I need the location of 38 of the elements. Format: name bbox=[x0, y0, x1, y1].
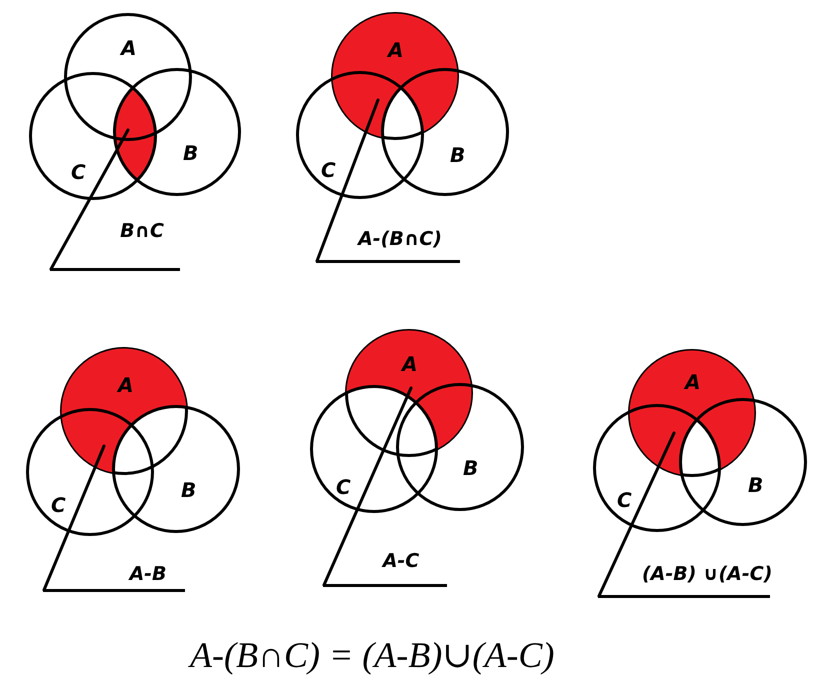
venn-circle bbox=[679, 398, 807, 526]
leader-line bbox=[50, 128, 130, 270]
venn-circle bbox=[60, 347, 188, 475]
formula-label: A-C bbox=[323, 549, 447, 586]
set-letter: B bbox=[748, 474, 764, 496]
leader-line bbox=[598, 432, 676, 598]
venn-circle bbox=[310, 385, 438, 513]
venn-circle bbox=[331, 12, 459, 140]
formula-label: B∩C bbox=[50, 219, 180, 270]
set-letter: C bbox=[336, 476, 351, 498]
set-letter: B bbox=[450, 144, 466, 166]
leader-line bbox=[316, 98, 380, 262]
formula-label: A-B bbox=[43, 562, 185, 592]
set-letter: A bbox=[685, 371, 700, 393]
set-letter: B bbox=[181, 479, 196, 501]
formula-label: A-(B∩C) bbox=[316, 227, 460, 262]
set-letter: B bbox=[463, 457, 478, 479]
set-letter: A bbox=[121, 37, 136, 59]
leader-line bbox=[322, 386, 412, 586]
venn-circle bbox=[296, 71, 424, 199]
set-letter: C bbox=[71, 161, 86, 183]
set-letter: B bbox=[183, 142, 198, 164]
venn-circle bbox=[345, 329, 473, 457]
set-letter: A bbox=[118, 374, 134, 396]
set-letter: A bbox=[388, 39, 404, 61]
venn-circle bbox=[381, 68, 509, 196]
set-letter: C bbox=[617, 489, 632, 511]
venn-circle bbox=[628, 349, 756, 477]
venn-circle bbox=[593, 404, 721, 532]
formula-caption: A-(B∩C) = (A-B)∪(A-C) bbox=[190, 634, 554, 676]
venn-circle bbox=[26, 408, 154, 536]
venn-circle bbox=[112, 405, 240, 533]
venn-circle bbox=[396, 383, 524, 511]
set-letter: A bbox=[402, 353, 418, 375]
set-letter: C bbox=[51, 494, 66, 516]
shaded-region bbox=[114, 88, 156, 180]
formula-label: (A-B) ∪(A-C) bbox=[598, 562, 770, 598]
set-letter: C bbox=[321, 159, 336, 181]
